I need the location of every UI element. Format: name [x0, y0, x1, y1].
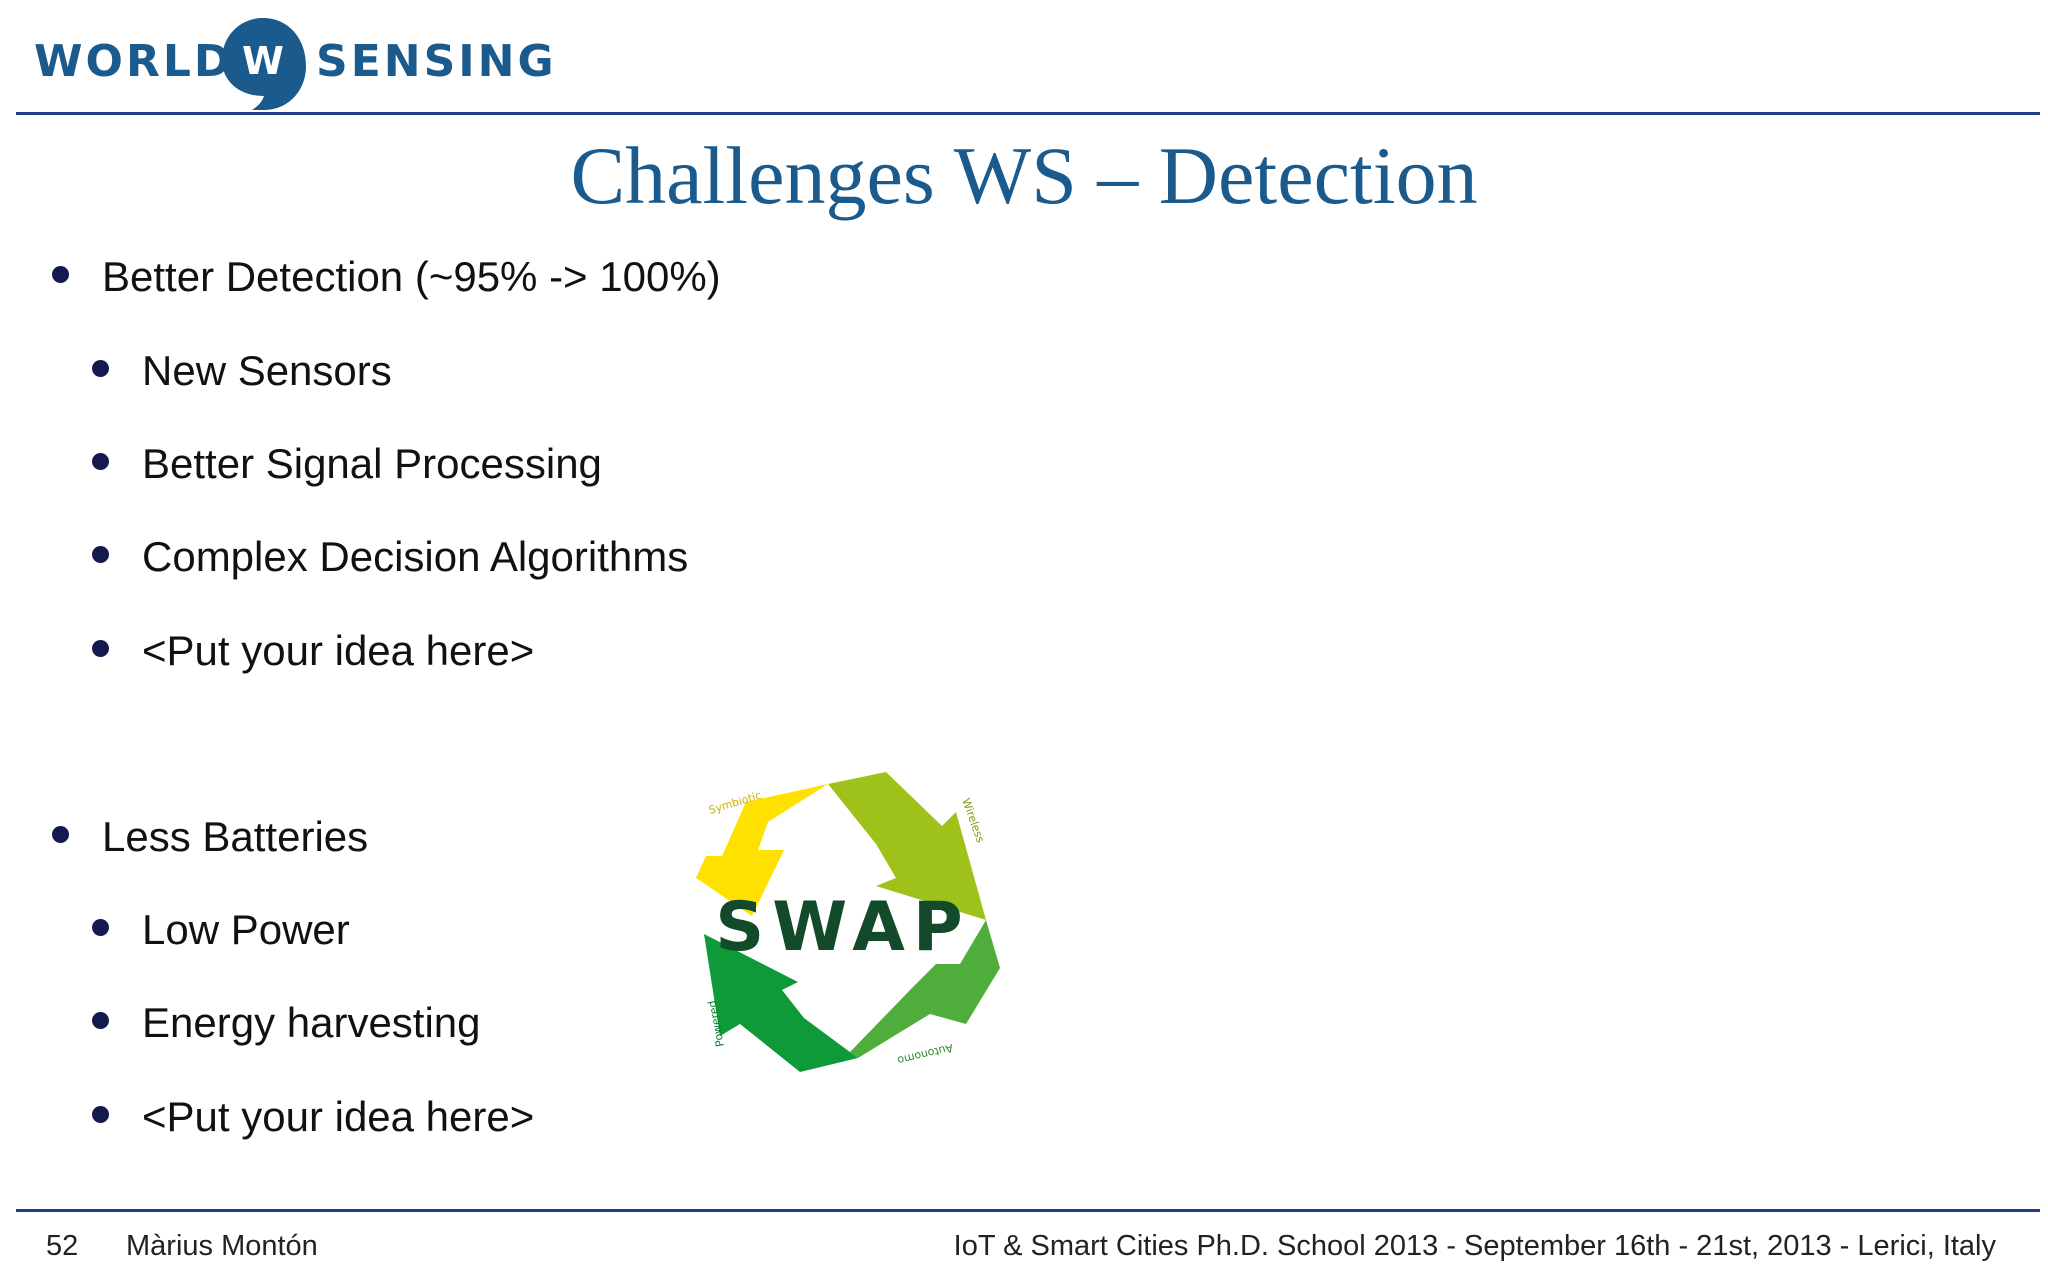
sub-bullet-low-power: Low Power	[92, 905, 350, 955]
header-rule	[16, 112, 2040, 115]
logo-word-world: WORLD	[34, 36, 234, 87]
footer-event: IoT & Smart Cities Ph.D. School 2013 - S…	[953, 1230, 1996, 1262]
swap-label-wireless: Wireless	[959, 797, 987, 845]
bullet-dot-icon	[92, 1106, 109, 1123]
sub-bullet-idea-placeholder: <Put your idea here>	[92, 626, 535, 676]
footer-rule	[16, 1209, 2040, 1212]
bullet-label: New Sensors	[142, 347, 392, 394]
swap-arrow-wireless	[828, 772, 986, 920]
bullet-dot-icon	[52, 266, 69, 283]
bullet-label: Less Batteries	[102, 813, 369, 860]
sub-bullet-energy-harvesting: Energy harvesting	[92, 998, 481, 1048]
world-sensing-logo: WORLD W SENSING	[34, 14, 554, 114]
swap-arrow-powered	[704, 934, 858, 1072]
swap-center-text: SWAP	[715, 888, 970, 967]
bullet-better-detection: Better Detection (~95% -> 100%)	[52, 252, 721, 302]
bullet-label: <Put your idea here>	[142, 627, 535, 674]
bullet-dot-icon	[92, 453, 109, 470]
page-number: 52	[46, 1230, 79, 1262]
logo-word-sensing: SENSING	[316, 36, 557, 87]
logo-w-mark-icon: W	[222, 18, 306, 110]
bullet-label: Low Power	[142, 906, 350, 953]
bullet-label: Better Signal Processing	[142, 440, 602, 487]
sub-bullet-new-sensors: New Sensors	[92, 346, 392, 396]
swap-arrow-autonomous	[850, 920, 1000, 1058]
bullet-dot-icon	[92, 640, 109, 657]
bullet-dot-icon	[92, 1012, 109, 1029]
bullet-label: Better Detection (~95% -> 100%)	[102, 253, 721, 300]
bullet-less-batteries: Less Batteries	[52, 812, 369, 862]
bullet-label: Energy harvesting	[142, 999, 481, 1046]
slide-title: Challenges WS – Detection	[570, 130, 1478, 221]
bullet-dot-icon	[52, 826, 69, 843]
logo-mark-letter: W	[242, 39, 284, 83]
sub-bullet-idea-placeholder: <Put your idea here>	[92, 1092, 535, 1142]
bullet-dot-icon	[92, 360, 109, 377]
bullet-dot-icon	[92, 546, 109, 563]
bullet-label: <Put your idea here>	[142, 1093, 535, 1140]
bullet-label: Complex Decision Algorithms	[142, 533, 689, 580]
bullet-dot-icon	[92, 919, 109, 936]
swap-cycle-diagram: SWAP Symbiotic Wireless Autonomous Power…	[680, 768, 1000, 1072]
swap-arrow-symbiotic	[696, 784, 828, 916]
footer-author: Màrius Montón	[126, 1230, 318, 1262]
sub-bullet-decision-algorithms: Complex Decision Algorithms	[92, 532, 689, 582]
sub-bullet-signal-processing: Better Signal Processing	[92, 439, 602, 489]
